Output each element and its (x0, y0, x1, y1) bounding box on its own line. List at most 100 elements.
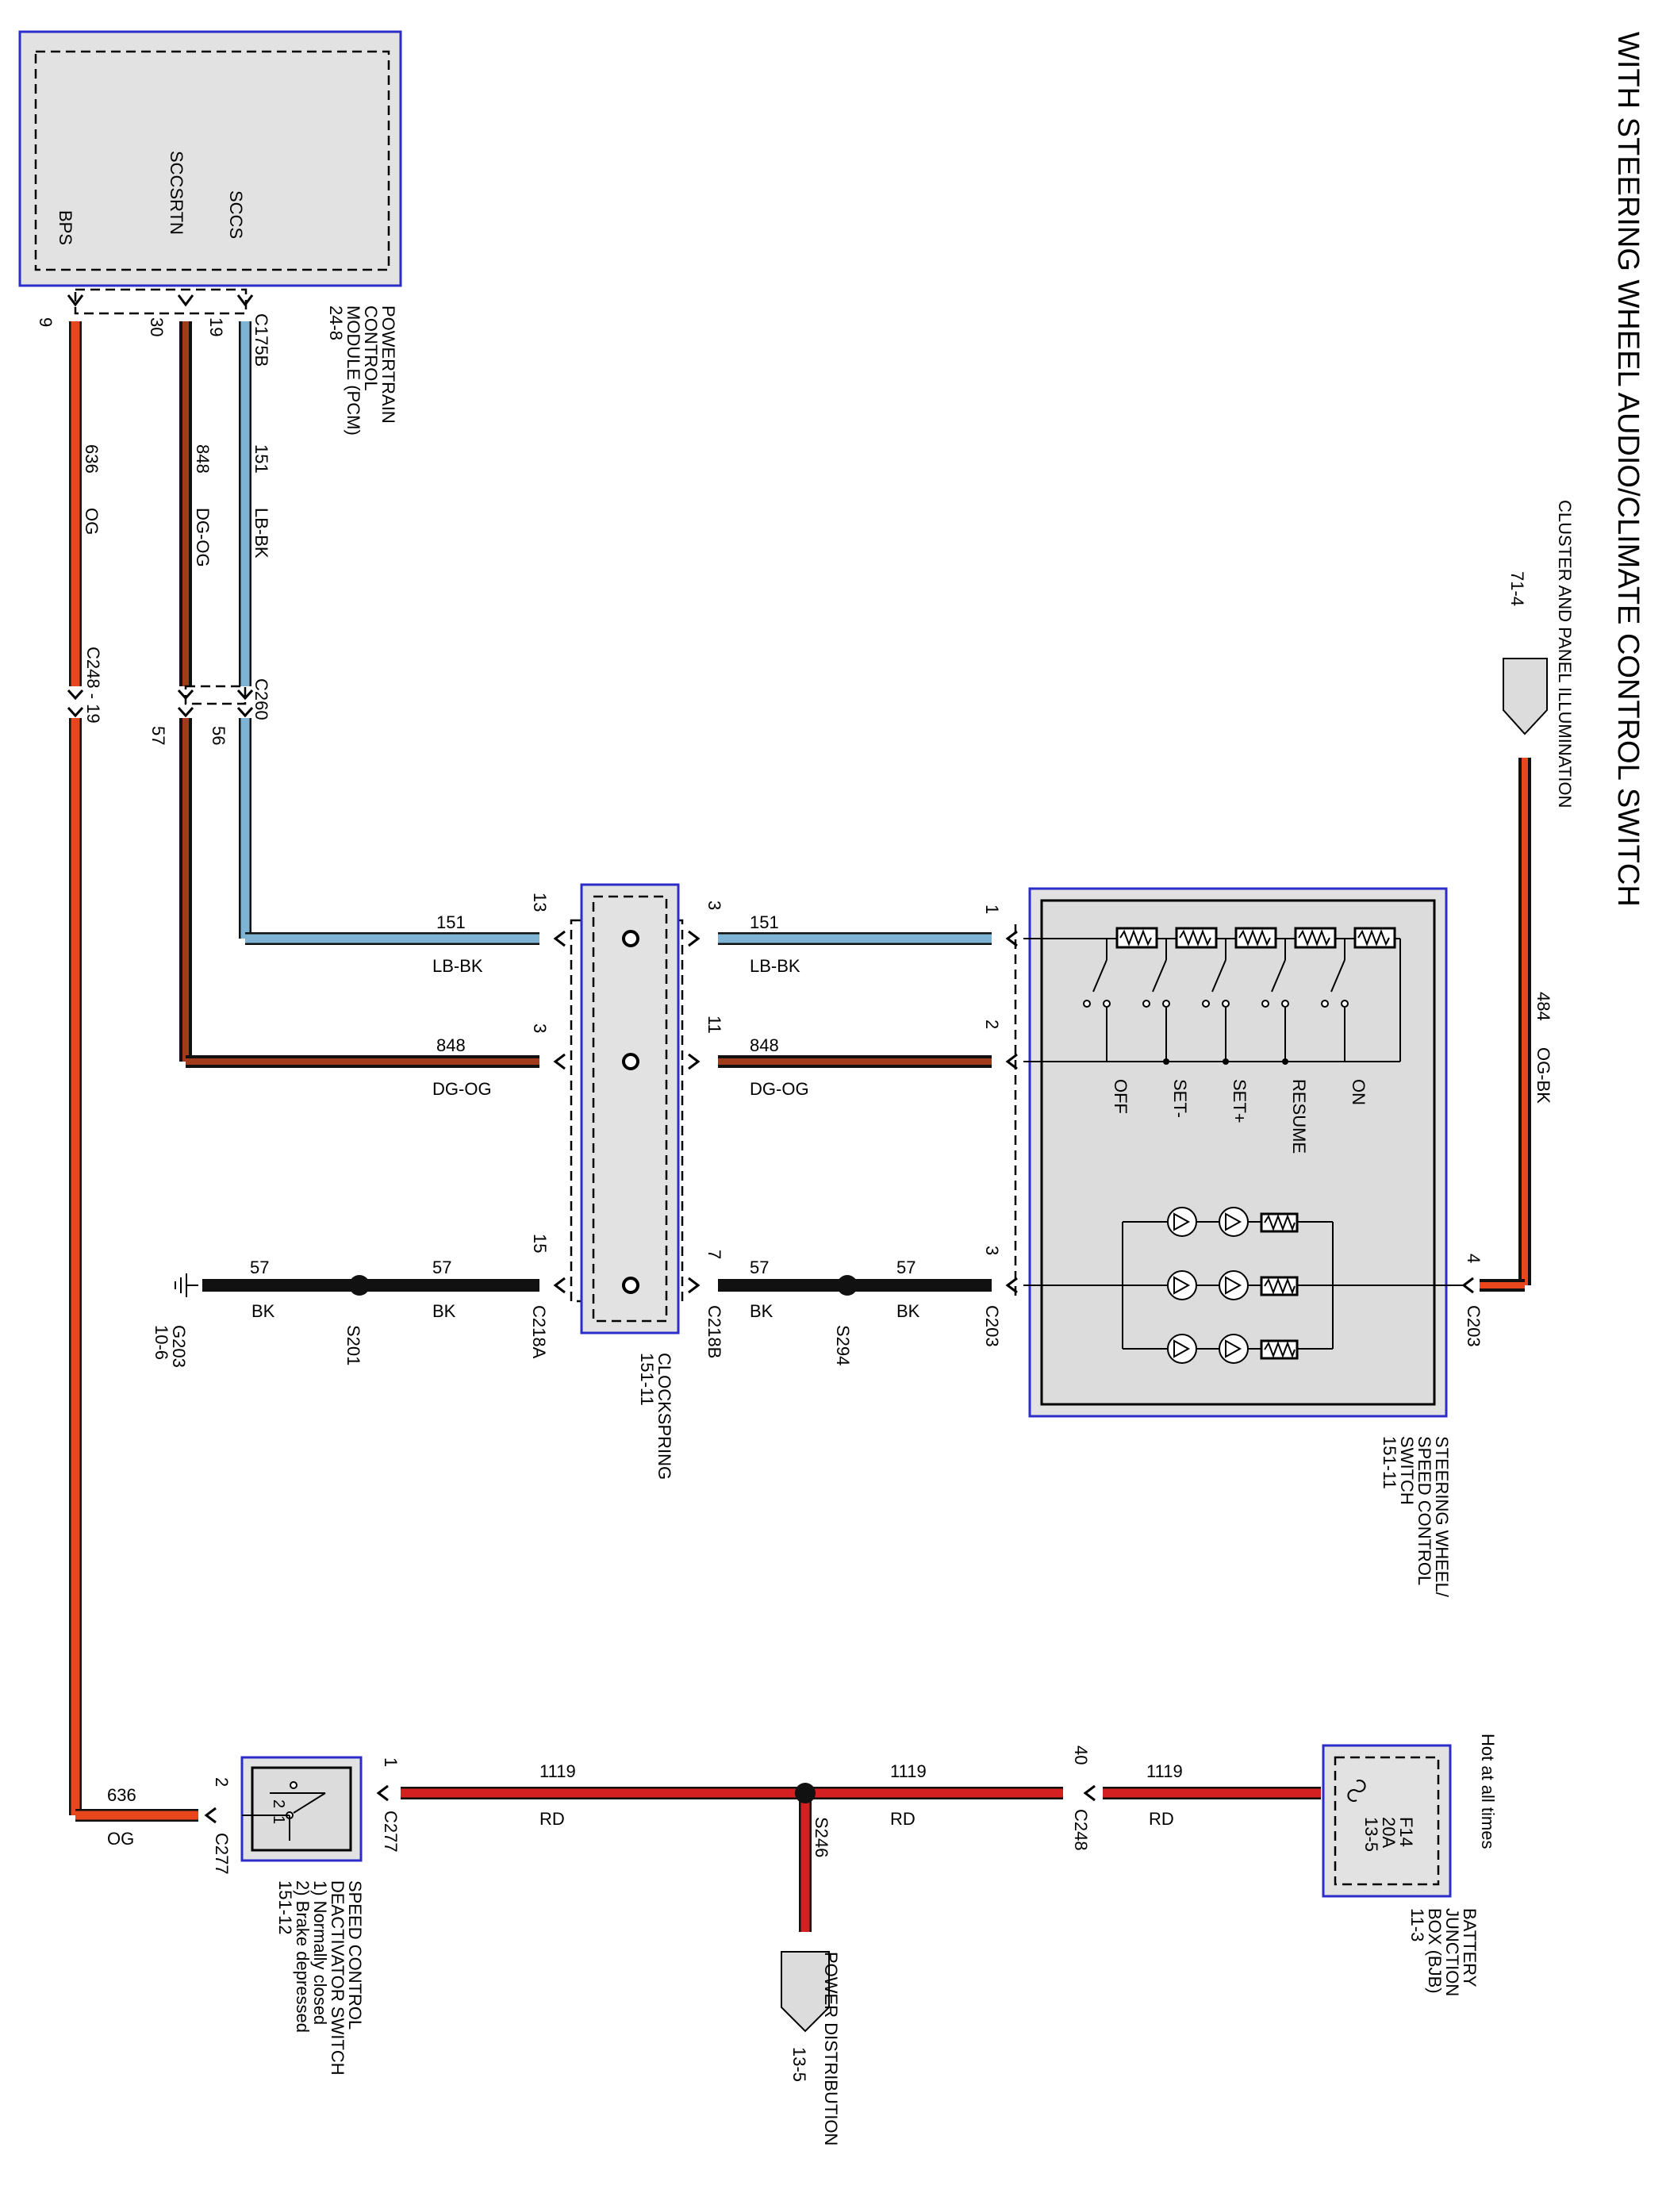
pcm-pin-bps: BPS (56, 210, 75, 245)
row3-c2: 57 (432, 1258, 451, 1277)
row1-pin-mid: 3 (704, 901, 724, 910)
row3-k1: BK (251, 1301, 275, 1321)
inline-pin-56: 56 (209, 726, 228, 745)
svg-text:SPEED CONTROL: SPEED CONTROL (345, 1880, 365, 2030)
button-on: ON (1349, 1079, 1368, 1105)
deactivator-sw-pin2: 2 (270, 1799, 287, 1808)
deactivator-name: SPEED CONTROL DEACTIVATOR SWITCH 1) Norm… (275, 1880, 365, 2076)
c203-pin4-arrow (1461, 1277, 1474, 1294)
wire-484-og-bk (1480, 758, 1531, 1292)
row3-c1: 57 (250, 1258, 269, 1277)
wire-1119-k3: RD (1149, 1809, 1174, 1829)
splice-s201-label: S201 (344, 1325, 363, 1365)
row2-left-circuit: 848 (436, 1035, 466, 1055)
power-distribution-label: POWER DISTRIBUTION (821, 1952, 841, 2145)
pcm-connector-c175b: C175B (251, 313, 271, 367)
pcm-connector-group (74, 288, 248, 315)
row2-pin-left: 3 (530, 1023, 550, 1033)
clockspring-ref: 151-11 (637, 1353, 657, 1406)
illumination-title: CLUSTER AND PANEL ILLUMINATION (1555, 500, 1575, 808)
wire-636-color: OG (82, 508, 102, 535)
row1-right-circuit: 151 (750, 912, 779, 932)
c203-right-label: C203 (1464, 1305, 1484, 1347)
fuse-f14-symbol (1347, 1780, 1366, 1802)
svg-text:DEACTIVATOR SWITCH: DEACTIVATOR SWITCH (328, 1880, 347, 2076)
svg-text:JUNCTION: JUNCTION (1442, 1908, 1462, 1996)
c248-19-label: C248 - 19 (83, 647, 103, 724)
wire-151-color: LB-BK (251, 508, 271, 559)
inline-pin-57: 57 (148, 726, 168, 745)
wire-848-circuit: 848 (193, 444, 213, 474)
ground-g203: G203 (169, 1325, 189, 1368)
conn-c218a: C218A (529, 1305, 549, 1359)
wire-1119-k1: RD (539, 1809, 565, 1829)
svg-text:STEERING WHEEL/: STEERING WHEEL/ (1432, 1436, 1452, 1598)
splice-s294 (837, 1275, 858, 1296)
row1-right-color: LB-BK (750, 956, 800, 976)
button-resume: RESUME (1289, 1079, 1309, 1154)
svg-text:BATTERY: BATTERY (1460, 1908, 1480, 1987)
pcm-pin-9: 9 (36, 317, 56, 327)
conn-c203-left: C203 (982, 1305, 1002, 1347)
row3-c4: 57 (896, 1258, 916, 1277)
splice-s201 (349, 1275, 370, 1296)
row2-right-color: DG-OG (750, 1079, 809, 1099)
svg-text:CONTROL: CONTROL (361, 305, 381, 391)
splice-s294-label: S294 (833, 1325, 853, 1365)
button-off: OFF (1111, 1079, 1130, 1114)
wire-636-bottom-color: OG (107, 1829, 134, 1849)
svg-text:SPEED CONTROL: SPEED CONTROL (1415, 1436, 1434, 1585)
power-distribution-connector (781, 1951, 830, 2033)
fuse-ref: 13-5 (1361, 1817, 1381, 1852)
pcm-pin-30: 30 (147, 317, 167, 336)
illumination-connector (1503, 658, 1548, 735)
row1-pin-left: 13 (530, 893, 550, 912)
pcm-module: BPS SCCSRTN SCCS (18, 30, 402, 287)
bjb-name: BATTERY JUNCTION BOX (BJB) 11-3 (1407, 1908, 1480, 1996)
wire-636-bottom-circuit: 636 (107, 1785, 136, 1805)
clockspring-label: CLOCKSPRING (654, 1353, 674, 1480)
fuse-rating: 20A (1379, 1817, 1399, 1848)
pcm-connector-arrows (67, 294, 254, 307)
wire-484-circuit: 484 (1534, 992, 1553, 1021)
wire-1119-k2: RD (890, 1809, 916, 1829)
wire-636-circuit: 636 (82, 444, 102, 474)
deactivator-sw-pin1: 1 (270, 1815, 287, 1824)
steering-switch (1023, 887, 1464, 1418)
c260-label: C260 (251, 678, 271, 720)
led-row-3 (1123, 1334, 1333, 1364)
svg-text:1) Normally closed: 1) Normally closed (310, 1880, 330, 2025)
pcm-pin-sccsrtn: SCCSRTN (167, 151, 186, 235)
wire-484-color: OG-BK (1534, 1047, 1553, 1104)
deactivator-switch (240, 1756, 363, 1862)
button-set-plus: SET+ (1230, 1079, 1250, 1123)
row1-pin-right: 1 (982, 904, 1002, 914)
fuse-f14: F14 (1396, 1817, 1416, 1847)
svg-text:MODULE (PCM): MODULE (PCM) (344, 305, 363, 436)
row1-left-color: LB-BK (432, 956, 483, 976)
wire-1119-c3: 1119 (1146, 1761, 1183, 1781)
row2-pin-mid: 11 (704, 1016, 724, 1034)
led-row-2 (1167, 1270, 1299, 1300)
row3-c3: 57 (750, 1258, 769, 1277)
wire-1119-c1: 1119 (539, 1761, 576, 1781)
c203-pin4: 4 (1464, 1254, 1484, 1263)
illumination-ref: 71-4 (1507, 571, 1527, 606)
row3-k3: BK (750, 1301, 774, 1321)
row2-right-circuit: 848 (750, 1035, 779, 1055)
pcm-pin-19: 19 (206, 317, 226, 336)
wire-636-og-lower (69, 718, 198, 1822)
splice-s246-label: S246 (812, 1817, 831, 1857)
switch-name: STEERING WHEEL/ SPEED CONTROL SWITCH 151… (1380, 1436, 1452, 1598)
clockspring (580, 883, 680, 1334)
c277-left-label: C277 (212, 1833, 232, 1875)
diagram-title: WITH STEERING WHEEL AUDIO/CLIMATE CONTRO… (1611, 32, 1645, 907)
row-connector-arrows (553, 930, 1018, 1294)
pcm-name: POWERTRAIN CONTROL MODULE (PCM) 24-8 (326, 305, 398, 436)
wire-151-circuit: 151 (251, 444, 271, 474)
c248-arrow (1083, 1784, 1096, 1802)
conn-c218b: C218B (704, 1305, 724, 1358)
svg-text:151-11: 151-11 (1380, 1436, 1399, 1489)
row2-left-color: DG-OG (432, 1079, 492, 1099)
